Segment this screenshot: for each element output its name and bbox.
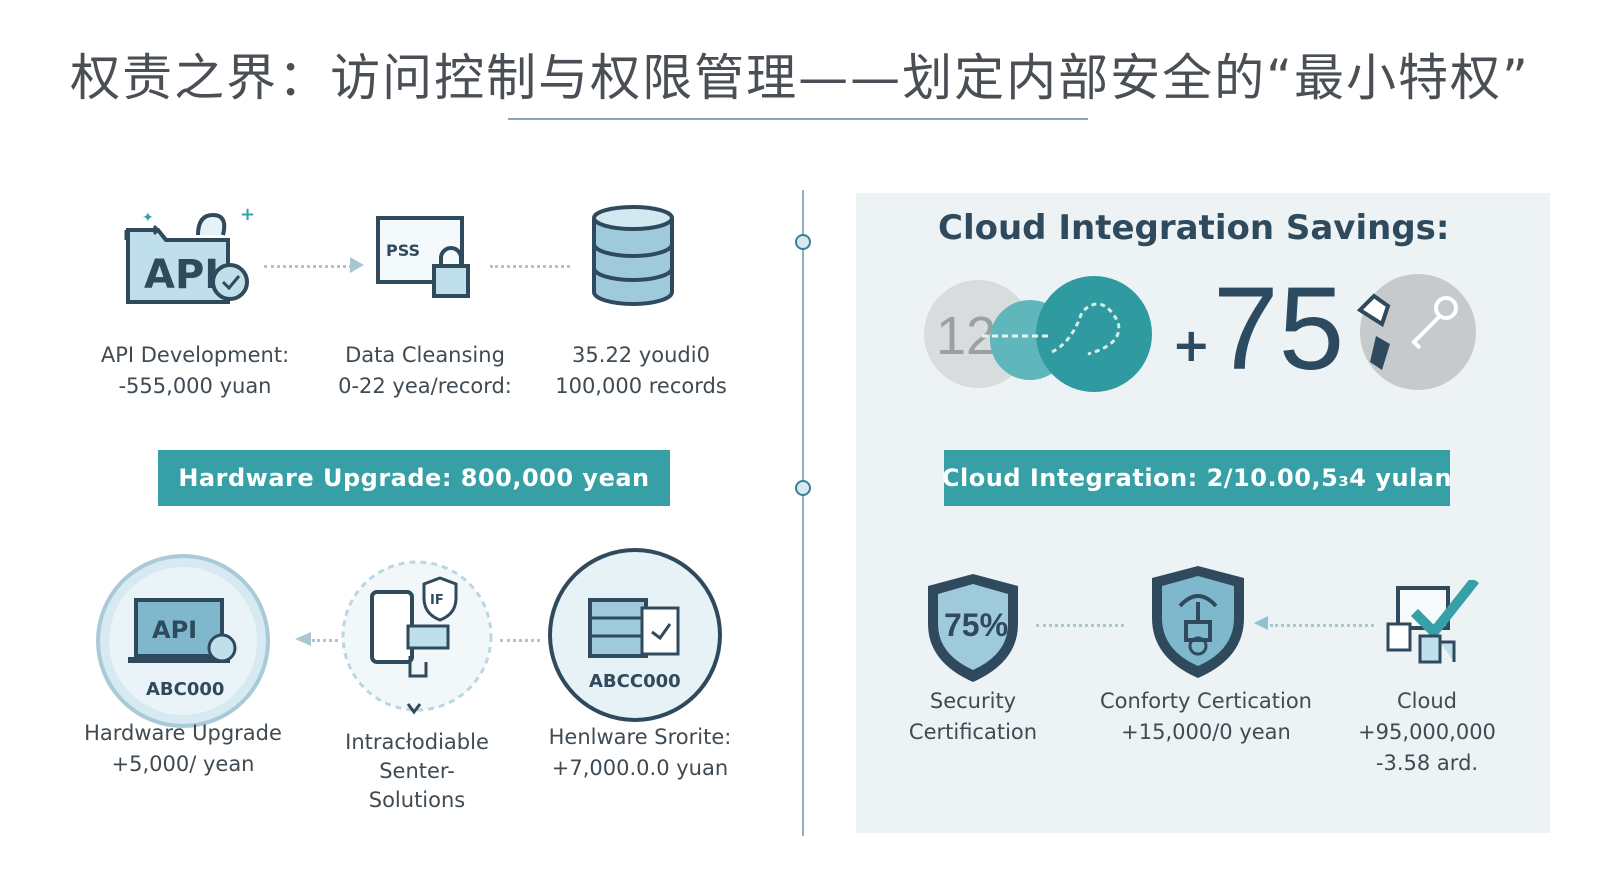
svg-text:PSS: PSS: [386, 241, 420, 260]
label-line: Security: [929, 689, 1017, 713]
label-line: Certification: [908, 720, 1038, 744]
label-value: -3.58 ard.: [1375, 751, 1479, 775]
timeline-dot: [795, 480, 811, 496]
hardware-upgrade-banner: Hardware Upgrade: 800,000 yean: [158, 450, 670, 506]
label-value: +7,000.0.0 yuan: [551, 756, 729, 780]
savings-circles-graphic: 12: [924, 276, 1152, 392]
timeline-dot: [795, 234, 811, 250]
label-value: -555,000 yuan: [118, 374, 272, 398]
svg-text:ABCC000: ABCC000: [589, 671, 681, 692]
arrow-left-icon: [1254, 616, 1268, 630]
hardware-upgrade-label: Hardware Upgrade +5,000/ yean: [78, 718, 288, 780]
server-rack-icon: ABCC000: [548, 548, 722, 722]
data-cleansing-label: Data Cleansing 0-22 yea/record:: [320, 340, 530, 402]
label-line: Senter-: [379, 759, 455, 783]
shield-percent-icon: 75%: [928, 574, 1018, 682]
label-line: Data Cleansing: [345, 343, 505, 367]
connector-dots: [1270, 624, 1374, 627]
shield-hand-icon: [1152, 566, 1244, 678]
label-value: 0-22 yea/record:: [338, 374, 512, 398]
key-bolt-icon: [1356, 274, 1476, 390]
arrow-left-icon: [295, 632, 311, 646]
svg-text:API: API: [144, 252, 219, 298]
label-line: 35.22 youdi0: [572, 343, 710, 367]
solutions-label: Intracłodiable Senter- Solutions: [312, 728, 522, 815]
api-gear-icon: API + ✦: [124, 204, 255, 304]
label-value: 100,000 records: [555, 374, 727, 398]
page-title: 权责之界：访问控制与权限管理——划定内部安全的“最小特权”: [70, 49, 1530, 107]
hardware-storage-label: Henlware Srorite: +7,000.0.0 yuan: [530, 722, 750, 784]
label-value: +95,000,000: [1358, 720, 1496, 744]
label-line: Cloud: [1397, 689, 1457, 713]
arrow-right-icon: [350, 257, 364, 273]
cloud-label: Cloud +95,000,000 -3.58 ard.: [1322, 686, 1532, 779]
connector-dots: [490, 265, 570, 268]
connector-dots: [312, 639, 338, 642]
label-line: Henlware Srorite:: [548, 725, 732, 749]
label-line: Solutions: [368, 788, 466, 812]
api-development-label: API Development: -555,000 yuan: [90, 340, 300, 402]
svg-text:ABC000: ABC000: [146, 679, 224, 700]
label-value: +5,000/ yean: [111, 752, 255, 776]
svg-text:IF: IF: [430, 593, 444, 608]
database-icon: [592, 205, 674, 306]
big-savings-number: 75: [1213, 263, 1345, 395]
cloud-integration-banner: Cloud Integration: 2/10.00,5₃4 yulan: [942, 450, 1452, 506]
svg-text:✦: ✦: [142, 210, 154, 226]
label-line: Hardware Upgrade: [84, 721, 282, 745]
laptop-api-icon: API ABC000: [96, 554, 270, 728]
label-value: +15,000/0 yean: [1121, 720, 1291, 744]
cloud-check-icon: [1386, 580, 1480, 664]
svg-text:75%: 75%: [944, 607, 1008, 643]
connector-dots: [500, 639, 540, 642]
conforty-certication-label: Conforty Certication +15,000/0 yean: [1076, 686, 1336, 748]
label-line: Intracłodiable: [345, 730, 489, 754]
connector-dots: [1036, 624, 1124, 627]
vertical-divider: [802, 190, 804, 836]
svg-text:+: +: [240, 204, 255, 225]
records-label: 35.22 youdi0 100,000 records: [536, 340, 746, 402]
panel-title: Cloud Integration Savings:: [938, 208, 1450, 248]
password-lock-icon: PSS: [376, 216, 470, 298]
label-line: Conforty Certication: [1100, 689, 1312, 713]
plus-sign: +: [1172, 318, 1211, 372]
svg-text:API: API: [152, 616, 197, 644]
label-line: API Development:: [100, 343, 290, 367]
connector-dots: [264, 265, 352, 268]
security-certification-label: Security Certification: [868, 686, 1078, 748]
title-underline: [508, 118, 1088, 120]
phone-shield-icon: IF: [341, 560, 493, 715]
